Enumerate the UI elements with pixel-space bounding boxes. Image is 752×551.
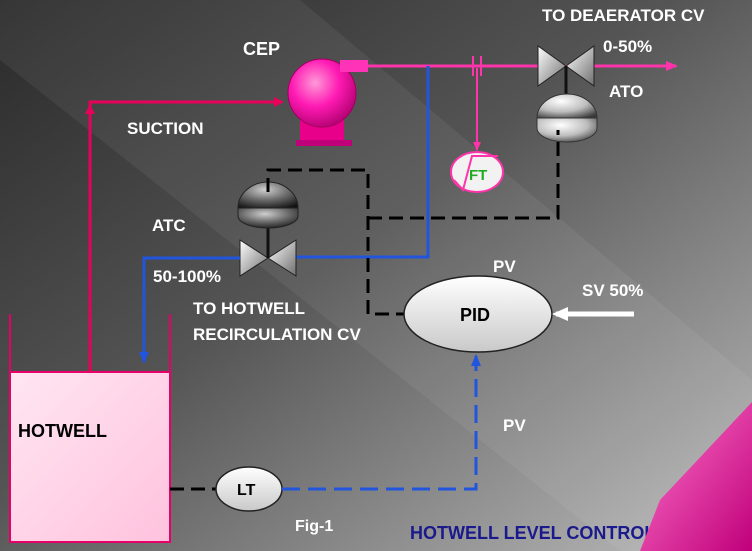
level-transmitter: LT: [215, 466, 283, 512]
hotwell-label: HOTWELL: [18, 421, 107, 441]
pv-top-label: PV: [493, 257, 516, 276]
recirculation-cv-label: RECIRCULATION CV: [193, 325, 361, 344]
pv-bottom-label: PV: [503, 416, 526, 435]
to-hotwell-label: TO HOTWELL: [193, 299, 305, 318]
recirc-valve-range: 50-100%: [153, 267, 221, 286]
hotwell-tank: [9, 371, 171, 543]
ato-label: ATO: [609, 82, 643, 101]
recirculation-control-valve: [237, 181, 299, 277]
lt-label: LT: [237, 482, 256, 499]
diagram-title: HOTWELL LEVEL CONTROL: [410, 523, 655, 543]
recirc-return-line: [139, 256, 240, 364]
cep-pump: [287, 58, 368, 146]
to-deaerator-label: TO DEAERATOR CV: [542, 6, 705, 25]
flow-transmitter: FT: [450, 151, 504, 193]
pid-label: PID: [460, 305, 490, 325]
corner-decoration: [640, 402, 752, 551]
suction-line: [88, 97, 284, 372]
suction-label: SUCTION: [127, 119, 204, 138]
pid-output-signal-lines: [266, 130, 560, 316]
ft-label: FT: [469, 167, 487, 184]
recirc-branch-line: [296, 66, 430, 259]
deaerator-control-valve: [536, 45, 598, 143]
atc-label: ATC: [152, 216, 186, 235]
pid-controller: PID: [403, 275, 553, 353]
sv-label: SV 50%: [582, 281, 643, 300]
deaerator-valve-range: 0-50%: [603, 37, 652, 56]
pv-signal-line: [282, 354, 481, 491]
cep-label: CEP: [243, 39, 280, 59]
figure-label: Fig-1: [295, 518, 333, 535]
